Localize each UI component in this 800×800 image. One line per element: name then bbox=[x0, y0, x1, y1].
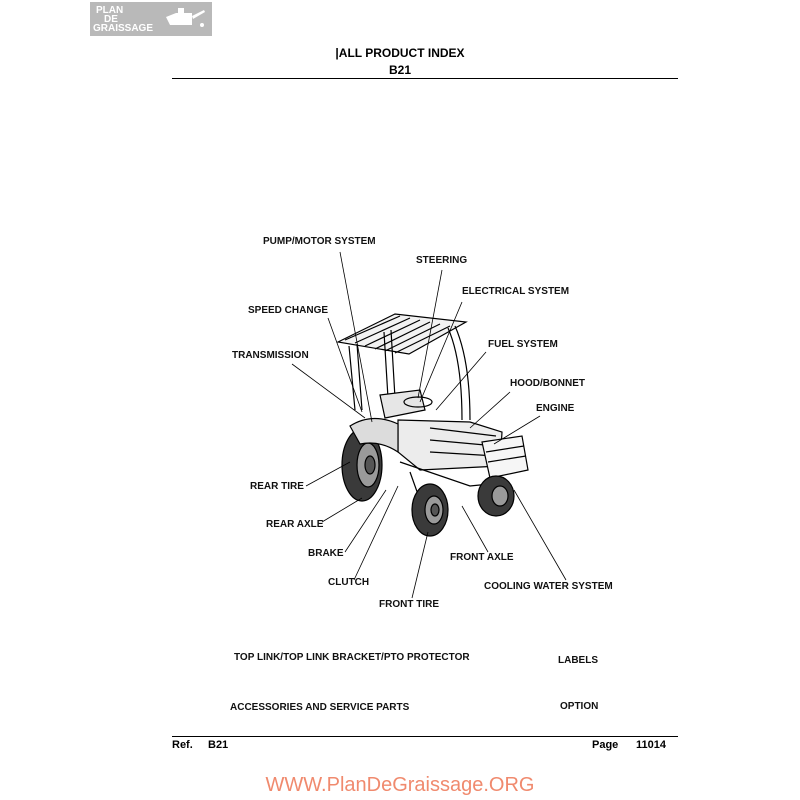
watermark-url[interactable]: WWW.PlanDeGraissage.ORG bbox=[0, 774, 800, 797]
index-option[interactable]: OPTION bbox=[560, 701, 598, 712]
label-cooling-water-system[interactable]: COOLING WATER SYSTEM bbox=[484, 581, 613, 592]
page-label: Page bbox=[592, 739, 618, 751]
ref-label: Ref. bbox=[172, 739, 193, 751]
label-speed-change[interactable]: SPEED CHANGE bbox=[248, 305, 328, 316]
label-steering[interactable]: STEERING bbox=[416, 255, 467, 266]
label-front-axle[interactable]: FRONT AXLE bbox=[450, 552, 514, 563]
label-front-tire[interactable]: FRONT TIRE bbox=[379, 599, 439, 610]
label-pump-motor-system[interactable]: PUMP/MOTOR SYSTEM bbox=[263, 236, 376, 247]
ref-value: B21 bbox=[208, 739, 228, 751]
footer-rule bbox=[172, 736, 678, 737]
index-accessories[interactable]: ACCESSORIES AND SERVICE PARTS bbox=[230, 702, 409, 713]
label-fuel-system[interactable]: FUEL SYSTEM bbox=[488, 339, 558, 350]
label-brake[interactable]: BRAKE bbox=[308, 548, 344, 559]
label-engine[interactable]: ENGINE bbox=[536, 403, 574, 414]
label-transmission[interactable]: TRANSMISSION bbox=[232, 350, 309, 361]
index-top-link[interactable]: TOP LINK/TOP LINK BRACKET/PTO PROTECTOR bbox=[234, 652, 470, 663]
label-rear-tire[interactable]: REAR TIRE bbox=[250, 481, 304, 492]
label-clutch[interactable]: CLUTCH bbox=[328, 577, 369, 588]
label-rear-axle[interactable]: REAR AXLE bbox=[266, 519, 323, 530]
label-electrical-system[interactable]: ELECTRICAL SYSTEM bbox=[462, 286, 569, 297]
page-number: 11014 bbox=[636, 739, 666, 751]
label-hood-bonnet[interactable]: HOOD/BONNET bbox=[510, 378, 585, 389]
index-labels[interactable]: LABELS bbox=[558, 655, 598, 666]
